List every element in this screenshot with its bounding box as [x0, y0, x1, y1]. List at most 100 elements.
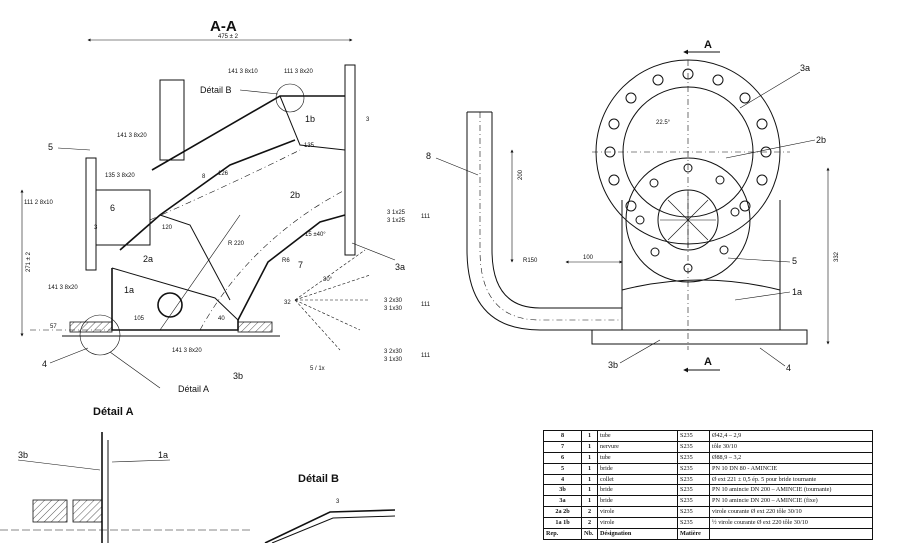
leader-4-front	[759, 347, 786, 367]
flange-5-bolts	[635, 163, 740, 273]
callout-5-front: 5	[792, 256, 797, 266]
body-1a-curve	[621, 279, 781, 291]
detail-a-flange-left	[32, 499, 68, 523]
header-obs	[709, 528, 873, 540]
leader-4	[49, 347, 89, 364]
header-rep: Rep.	[543, 528, 582, 540]
dim-332: 332	[834, 251, 840, 262]
callout-6: 6	[110, 203, 115, 213]
callout-1b: 1b	[305, 114, 315, 124]
segment-2a	[159, 214, 231, 301]
detail-b-callout: 3	[336, 499, 340, 505]
dim-120: 120	[162, 225, 173, 231]
header-designation: Désignation	[597, 528, 678, 540]
weld-label-4: 141 3 8x20	[48, 285, 78, 291]
leader-1a-detail	[111, 459, 171, 463]
header-nb: Nb.	[581, 528, 598, 540]
detail-a-circle	[79, 314, 121, 356]
leader-5	[57, 147, 91, 151]
svg-text:3 2x30: 3 2x30	[384, 298, 403, 304]
overall-dim: 475 ± 2	[218, 34, 239, 40]
dim-40: 40	[218, 316, 225, 322]
detail-a-title: Détail A	[93, 406, 134, 418]
dim-3: 3	[366, 117, 370, 123]
dim-126: 126	[218, 171, 229, 177]
side-weld-2: 3 2x30 3 1x30 111	[384, 349, 431, 363]
weld-label-5: 141 3 8x20	[172, 348, 202, 354]
leader-3a-front	[739, 71, 801, 109]
dim-57: 57	[50, 324, 57, 330]
callout-7: 7	[298, 260, 303, 270]
detail-b-circle	[275, 83, 305, 113]
weld-label-0: 141 3 8x10	[228, 69, 258, 75]
angle-22: 22.5°	[656, 120, 671, 126]
callout-1a-detail: 1a	[158, 450, 168, 460]
weld-label-3: 135 3 8x20	[105, 173, 135, 179]
weld-label-1: 111 3 8x20	[284, 69, 313, 75]
tube-8-inner	[491, 112, 622, 309]
callout-2b: 2b	[290, 190, 300, 200]
flange-5	[85, 157, 97, 271]
leader-5-front	[727, 257, 791, 263]
callout-4-front: 4	[786, 363, 791, 373]
flange-3b-right	[237, 321, 273, 333]
base-plate	[591, 329, 808, 345]
detail-a-flange-right	[72, 499, 103, 523]
svg-text:111: 111	[421, 214, 431, 220]
detail-b-edge	[264, 509, 396, 543]
callout-1a: 1a	[124, 285, 134, 295]
bottom-tag: 5 / 1x	[310, 366, 325, 372]
leader-8-front	[435, 157, 479, 176]
callout-3b-front: 3b	[608, 360, 618, 370]
callout-3b: 3b	[233, 371, 243, 381]
radius-220: R 220	[228, 241, 245, 247]
leader-3b-detail	[17, 459, 101, 471]
dim-105: 105	[134, 316, 145, 322]
detail-b-edge-2	[271, 515, 396, 543]
segment-1b	[279, 95, 346, 151]
height-dim: 271 ± 2	[26, 251, 32, 272]
detail-a: Détail A 3b 1a	[0, 406, 250, 543]
dim-8: 8	[202, 174, 206, 180]
flange-3b-left	[69, 321, 113, 333]
tube-8-axis	[479, 112, 622, 321]
callout-8-front: 8	[426, 151, 431, 161]
svg-text:3 1x25: 3 1x25	[387, 218, 406, 224]
leader-detail-a	[109, 351, 161, 389]
detail-a-label: Détail A	[178, 384, 209, 394]
tube-8-section	[159, 79, 185, 161]
callout-1a-front: 1a	[792, 287, 802, 297]
side-weld-1: 3 2x30 3 1x30 111	[384, 298, 431, 312]
callout-4: 4	[42, 359, 47, 369]
radius-leader	[159, 214, 241, 331]
dim-100: 100	[583, 255, 594, 261]
header-matiere: Matière	[677, 528, 710, 540]
section-title: A-A	[210, 18, 237, 35]
leader-3b-front	[619, 339, 661, 364]
callout-5: 5	[48, 142, 53, 152]
svg-text:3 2x30: 3 2x30	[384, 349, 403, 355]
leader-2b-front	[725, 139, 816, 159]
leader-3a	[351, 242, 396, 261]
table-header-row: Rep. Nb. Désignation Matière	[543, 528, 873, 540]
center-line-2	[199, 189, 346, 331]
flange-3a	[344, 64, 356, 256]
segment-1a-top	[111, 267, 239, 321]
detail-b: Détail B 3	[264, 473, 396, 543]
elbow-inner	[119, 139, 296, 251]
tube-6	[96, 189, 151, 246]
front-view: A A	[426, 39, 840, 373]
svg-text:3 1x30: 3 1x30	[384, 357, 403, 363]
callout-3b-detail: 3b	[18, 450, 28, 460]
elbow-outer-top	[151, 95, 345, 171]
elbow-outer-bottom	[237, 214, 346, 321]
dim-135: 135	[304, 143, 315, 149]
